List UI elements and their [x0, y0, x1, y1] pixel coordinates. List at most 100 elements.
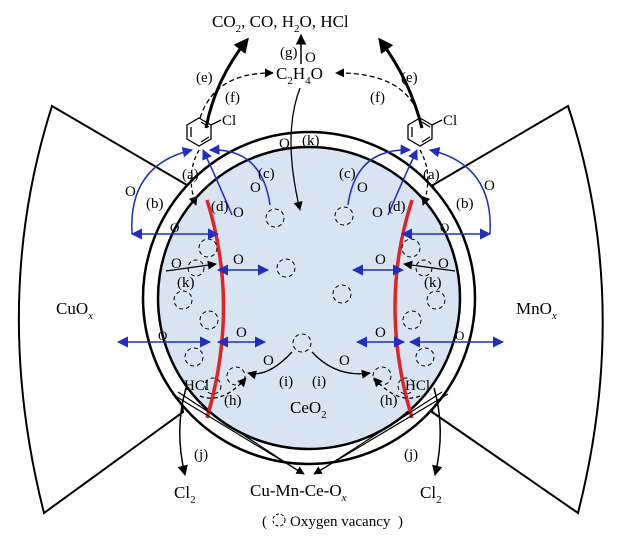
- oxygen-vacancy: [402, 310, 422, 330]
- arrow-a-left: [188, 149, 200, 206]
- step-label-f-left: (f): [225, 90, 240, 106]
- step-label-i-left: (i): [279, 374, 293, 390]
- oxygen-vacancy: [334, 206, 354, 226]
- step-label-a-right: (a): [423, 167, 440, 183]
- arrow-i-left: [247, 351, 293, 380]
- oxygen-vacancy: [204, 377, 222, 395]
- arrow-i-right: [311, 351, 371, 379]
- oxygen-label-d-right: O: [372, 205, 383, 221]
- oxygen-label-h4-left: O: [236, 325, 247, 341]
- oxygen-label-k-left: O: [171, 256, 182, 272]
- step-label-i-right: (i): [312, 374, 326, 390]
- oxygen-label-h3-right: O: [455, 328, 464, 343]
- oxygen-label-i-right: O: [339, 353, 350, 369]
- arrow-j-right: [432, 387, 443, 477]
- chlorobenzene-left-cl: Cl: [222, 113, 236, 129]
- arrow-k-left: [165, 260, 217, 272]
- oxygen-vacancy: [265, 208, 285, 228]
- oxygen-label-h1-right: O: [440, 220, 449, 235]
- arrow-k-top: [290, 87, 303, 211]
- legend-open-paren: (: [262, 514, 267, 530]
- step-label-k-top: (k): [302, 133, 320, 149]
- legend-close-paren: ): [398, 514, 403, 530]
- right-interface-curve: [393, 199, 414, 419]
- step-label-k-left: (k): [177, 275, 195, 291]
- cl2-label-left: Cl2: [174, 483, 196, 506]
- oxygen-label-c-left: O: [250, 180, 261, 196]
- step-label-b-right: (b): [456, 196, 474, 212]
- oxygen-label-k-top: O: [279, 136, 290, 152]
- arrow-b-right: [428, 147, 491, 235]
- hcl-label-right: HCl: [405, 378, 430, 394]
- products-formula: CO2, CO, H2O, HCl: [212, 12, 349, 35]
- oxygen-label-d-left: O: [233, 205, 244, 221]
- step-label-b-left: (b): [146, 196, 164, 212]
- left-interface-curve: [205, 199, 226, 419]
- oxygen-label-h2-right: O: [375, 252, 386, 268]
- arrow-h-left: [199, 377, 247, 399]
- oxygen-label-h4-right: O: [375, 325, 386, 341]
- arrow-f-left: [199, 68, 274, 119]
- step-label-a-left: (a): [182, 167, 199, 183]
- arrow-d-right: [387, 149, 418, 216]
- arrow-c-left: [208, 144, 271, 206]
- arrow-c-right: [347, 144, 412, 206]
- oxygen-transport-arrows: [116, 228, 505, 348]
- arrow-h-right: [373, 377, 421, 399]
- arrow-j-left: [177, 387, 188, 477]
- step-label-e-left: (e): [196, 70, 213, 86]
- oxygen-label-g: O: [305, 50, 316, 66]
- chlorobenzene-left: [186, 117, 222, 147]
- step-label-c-right: (c): [339, 166, 356, 182]
- oxygen-label-h1-left: O: [170, 220, 179, 235]
- arrow-k-right: [403, 260, 456, 272]
- arrow-e-left: [204, 37, 249, 129]
- oxygen-label-k-right: O: [438, 256, 449, 272]
- step-label-k-right: (k): [424, 275, 442, 291]
- ceo2-label: CeO2: [290, 398, 327, 421]
- step-label-f-right: (f): [370, 90, 385, 106]
- intermediate-c2h4o: C2H4O: [276, 64, 323, 87]
- oxygen-vacancy: [426, 290, 446, 310]
- mnox-label: MnOx: [516, 299, 557, 322]
- oxygen-label-c-right: O: [357, 180, 368, 196]
- oxygen-label-b-right: O: [484, 178, 495, 194]
- oxygen-vacancies: [173, 206, 446, 395]
- oxygen-vacancy: [276, 258, 296, 278]
- step-label-d-right: (d): [388, 199, 406, 215]
- step-label-j-left: (j): [194, 447, 208, 463]
- cl2-label-right: Cl2: [420, 483, 442, 506]
- arrow-b-left: [131, 147, 194, 235]
- oxygen-vacancy: [199, 310, 219, 330]
- ceo2-core-circle: [156, 145, 462, 451]
- oxygen-vacancy: [292, 333, 312, 353]
- step-label-h-left: (h): [224, 393, 242, 409]
- step-label-d-left: (d): [211, 199, 229, 215]
- composite-arrows: [171, 391, 449, 475]
- legend-vacancy-icon: [272, 513, 286, 527]
- cuox-label: CuOx: [56, 299, 93, 322]
- chlorobenzene-right-cl: Cl: [443, 113, 457, 129]
- chlorobenzene-right: [407, 117, 443, 147]
- oxygen-label-h3-left: O: [158, 328, 167, 343]
- arrow-f-right: [335, 68, 421, 119]
- oxygen-vacancy: [184, 347, 204, 367]
- oxygen-vacancy: [173, 290, 193, 310]
- oxygen-vacancy: [397, 377, 415, 395]
- hcl-label-left: HCl: [184, 378, 209, 394]
- oxygen-label-h2-left: O: [233, 252, 244, 268]
- arrow-a-right: [419, 149, 431, 206]
- legend-text: Oxygen vacancy: [290, 514, 391, 530]
- oxygen-vacancy: [415, 347, 435, 367]
- step-label-h-right: (h): [380, 393, 398, 409]
- step-label-j-right: (j): [404, 447, 418, 463]
- step-label-e-right: (e): [401, 70, 418, 86]
- oxygen-vacancy: [226, 366, 246, 386]
- oxygen-vacancy: [332, 284, 352, 304]
- step-label-g: (g): [280, 45, 298, 61]
- oxygen-label-b-left: O: [125, 184, 136, 200]
- arrow-d-left: [202, 149, 233, 216]
- step-label-c-left: (c): [258, 166, 275, 182]
- oxygen-label-i-left: O: [263, 353, 274, 369]
